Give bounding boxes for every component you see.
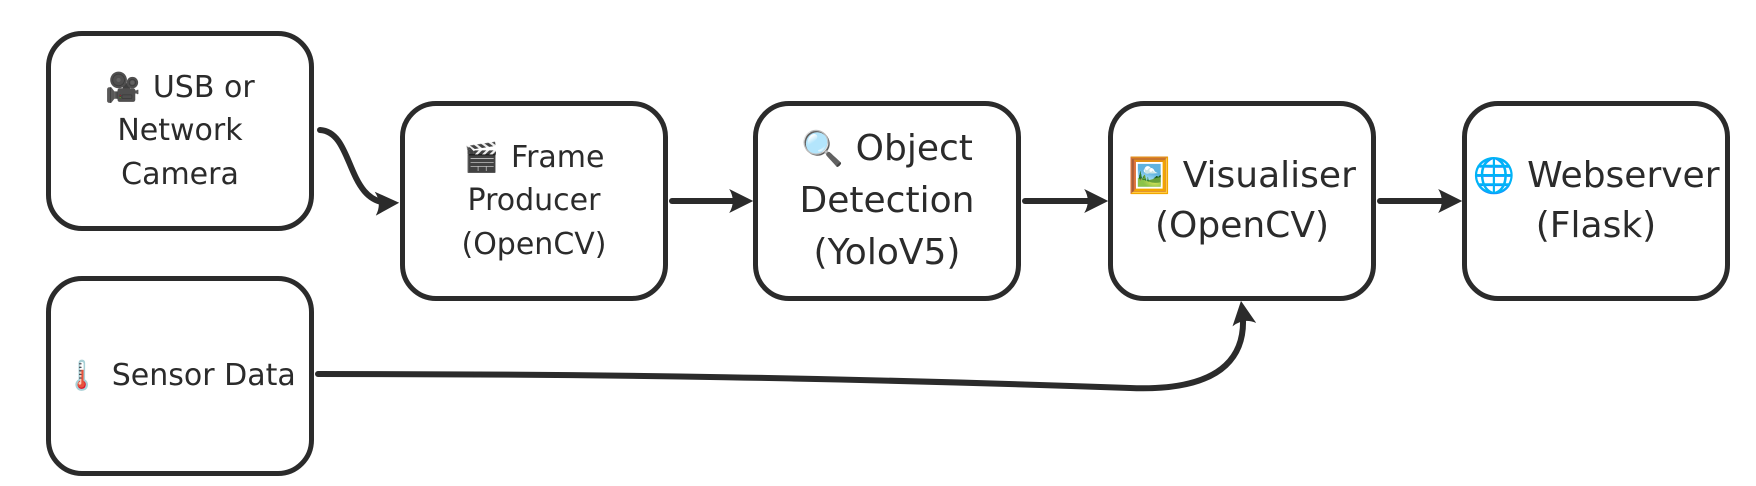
node-detect-line1: 🔍 Object	[800, 123, 975, 175]
node-sensor-text: 🌡️ Sensor Data	[64, 354, 296, 398]
node-visual-text: 🖼️ Visualiser (OpenCV)	[1128, 151, 1356, 252]
node-camera-text: 🎥 USB or Network Camera	[105, 66, 254, 197]
clapperboard-icon: 🎬	[463, 140, 500, 174]
node-sensor-line1-text: Sensor Data	[111, 358, 296, 394]
node-detect-line1-text: Object	[855, 127, 973, 169]
node-camera-line2: Network	[117, 113, 243, 149]
node-frame-text: 🎬 Frame Producer (OpenCV)	[461, 136, 606, 267]
node-camera-line1-text: USB or	[152, 69, 255, 105]
node-web-line1-text: Webserver	[1527, 154, 1720, 196]
node-usb-network-camera: 🎥 USB or Network Camera	[46, 31, 314, 231]
node-visualiser: 🖼️ Visualiser (OpenCV)	[1108, 101, 1376, 301]
thermometer-icon: 🌡️	[64, 359, 100, 393]
node-frame-line2: Producer	[467, 183, 601, 219]
globe-icon: 🌐	[1472, 155, 1516, 196]
node-frame-line1: 🎬 Frame	[461, 136, 606, 180]
framed-picture-icon: 🖼️	[1128, 155, 1171, 196]
node-sensor-data: 🌡️ Sensor Data	[46, 276, 314, 476]
magnifier-icon: 🔍	[801, 128, 844, 169]
node-camera-line3: Camera	[121, 156, 239, 192]
edge-camera-to-frame	[317, 127, 400, 216]
node-sensor-line1: 🌡️ Sensor Data	[64, 354, 296, 398]
node-camera-line1: 🎥 USB or	[105, 66, 254, 110]
node-detect-line3: (YoloV5)	[813, 232, 961, 274]
node-web-line1: 🌐 Webserver	[1472, 151, 1719, 201]
edge-sensor-to-visual	[315, 300, 1257, 392]
node-detect-line2: Detection	[799, 179, 975, 221]
node-object-detection: 🔍 Object Detection (YoloV5)	[753, 101, 1021, 301]
node-web-line2: (Flask)	[1535, 205, 1657, 246]
node-web-text: 🌐 Webserver (Flask)	[1472, 151, 1719, 252]
video-camera-icon: 🎥	[105, 70, 141, 104]
node-frame-producer: 🎬 Frame Producer (OpenCV)	[400, 101, 668, 301]
node-frame-line1-text: Frame	[511, 139, 605, 175]
node-visual-line1: 🖼️ Visualiser	[1128, 151, 1356, 201]
node-webserver: 🌐 Webserver (Flask)	[1462, 101, 1730, 301]
node-frame-line3: (OpenCV)	[461, 226, 607, 262]
node-detect-text: 🔍 Object Detection (YoloV5)	[800, 123, 975, 280]
node-visual-line2: (OpenCV)	[1154, 205, 1329, 246]
node-visual-line1-text: Visualiser	[1182, 154, 1356, 196]
